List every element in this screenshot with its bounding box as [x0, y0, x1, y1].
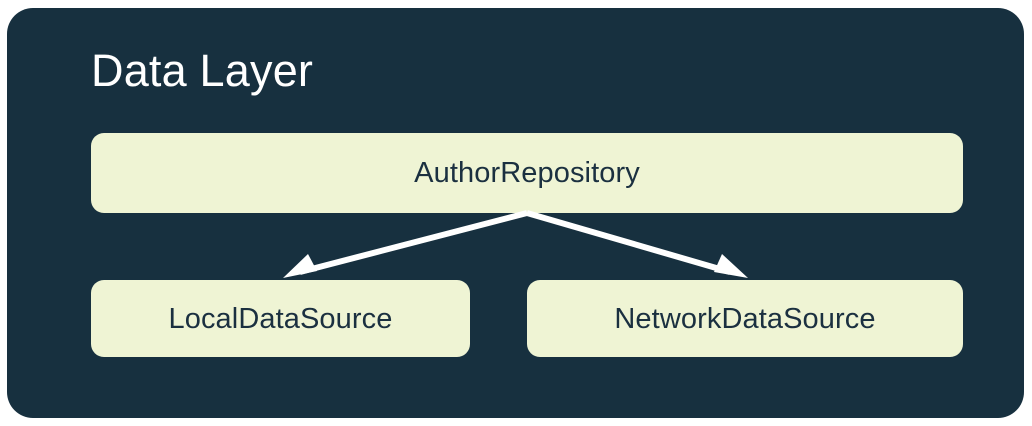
page-title: Data Layer — [91, 45, 314, 96]
node-local-data-source[interactable]: LocalDataSource — [91, 280, 470, 357]
node-author-repository[interactable]: AuthorRepository — [91, 133, 963, 213]
node-network-data-source-label: NetworkDataSource — [614, 302, 876, 335]
node-local-data-source-label: LocalDataSource — [168, 302, 393, 335]
node-network-data-source[interactable]: NetworkDataSource — [527, 280, 963, 357]
node-author-repository-label: AuthorRepository — [414, 157, 640, 189]
